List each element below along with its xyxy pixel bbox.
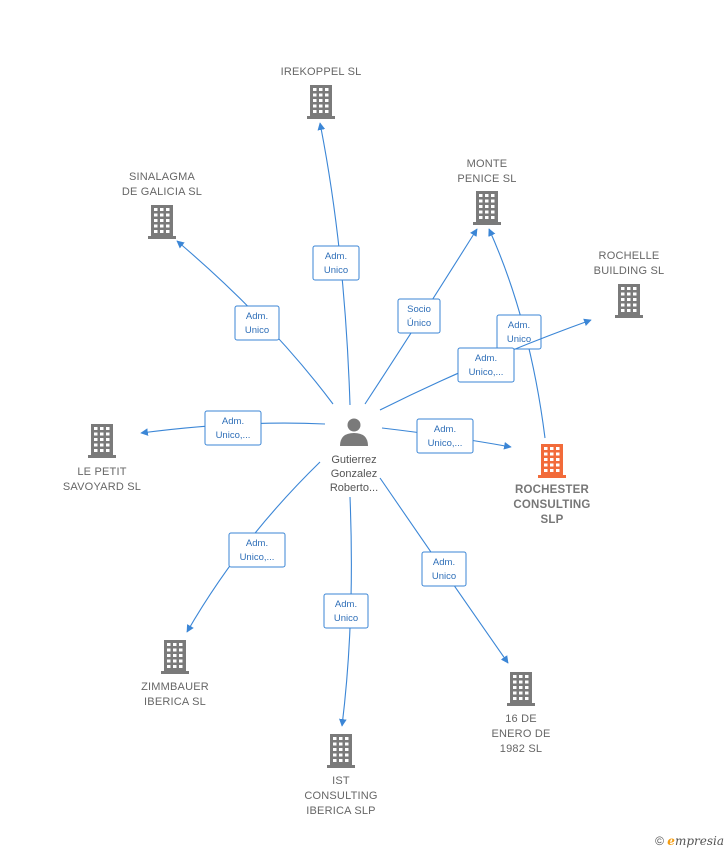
company-label-line: ZIMMBAUER (141, 681, 209, 693)
edge-label-line: Unico (432, 571, 456, 582)
edge-label-line: Único (407, 318, 431, 329)
company-node-enero[interactable]: 16 DE ENERO DE 1982 SL (491, 672, 550, 755)
edge-label-box[interactable]: Adm. Unico (496, 314, 542, 350)
company-label-line: ROCHELLE (599, 250, 660, 262)
company-label-line: SINALAGMA (129, 171, 195, 183)
edge-label-line: Unico,... (240, 552, 275, 563)
edge-label-line: Unico,... (216, 430, 251, 441)
company-label-line: IBERICA SLP (306, 805, 375, 817)
building-icon (161, 640, 189, 674)
company-label-line: ENERO DE (491, 728, 550, 740)
edge-zimmbauer[interactable]: Adm. Unico,... (186, 461, 321, 633)
copyright-symbol: © (655, 834, 664, 848)
edge-label-line: Unico (334, 613, 358, 624)
building-icon (538, 444, 566, 478)
edge-label-box[interactable]: Adm. Unico,... (416, 418, 474, 454)
company-label-line: CONSULTING (304, 790, 377, 802)
company-node-le-petit[interactable]: LE PETIT SAVOYARD SL (63, 424, 141, 493)
person-label-line: Gonzalez (331, 468, 377, 480)
brand-logo: empresia (667, 834, 724, 848)
edge-rochelle[interactable]: Adm. Unico,... (379, 318, 592, 411)
company-label-line: SAVOYARD SL (63, 481, 141, 493)
edge-label-box[interactable]: Adm. Unico (234, 305, 280, 341)
company-label-line: ROCHESTER (515, 484, 589, 496)
company-label-line: IREKOPPEL SL (281, 66, 362, 78)
edge-label-line: Unico,... (469, 367, 504, 378)
edge-label-line: Adm. (434, 424, 456, 435)
edge-label-line: Socio (407, 304, 431, 315)
person-label-line: Gutierrez (331, 454, 376, 466)
edge-irekoppel[interactable]: Adm. Unico (312, 122, 360, 406)
company-label-line: LE PETIT (77, 466, 126, 478)
edge-label-line: Adm. (246, 538, 268, 549)
company-label-line: CONSULTING (513, 499, 590, 511)
edge-label-line: Adm. (508, 320, 530, 331)
person-icon (340, 418, 368, 446)
company-label-line: DE GALICIA SL (122, 186, 202, 198)
building-icon (507, 672, 535, 706)
edge-label-box[interactable]: Adm. Unico (421, 551, 467, 587)
edge-label-line: Unico (245, 325, 269, 336)
company-node-irekoppel[interactable]: IREKOPPEL SL (281, 66, 362, 119)
edge-enero[interactable]: Adm. Unico (379, 477, 509, 664)
company-label-line: 16 DE (505, 713, 537, 725)
footer-brand[interactable]: © empresia (655, 834, 724, 848)
edge-label-line: Adm. (325, 251, 347, 262)
edge-label-box[interactable]: Adm. Unico (312, 245, 360, 281)
company-node-monte-penice[interactable]: MONTE PENICE SL (457, 158, 516, 225)
building-icon (88, 424, 116, 458)
building-icon (473, 191, 501, 225)
company-node-sinalagma[interactable]: SINALAGMA DE GALICIA SL (122, 171, 202, 239)
edge-label-line: Unico (507, 334, 531, 345)
edge-label-box[interactable]: Adm. Unico,... (228, 532, 286, 568)
company-node-rochester[interactable]: ROCHESTER CONSULTING SLP (513, 444, 590, 526)
company-label-line: MONTE (467, 158, 508, 170)
company-node-zimmbauer[interactable]: ZIMMBAUER IBERICA SL (141, 640, 209, 708)
edge-label-line: Adm. (222, 416, 244, 427)
edge-le-petit[interactable]: Adm. Unico,... (140, 410, 326, 446)
building-icon (327, 734, 355, 768)
edge-rochester-to-monte-penice[interactable]: Adm. Unico (488, 228, 546, 439)
edge-ist[interactable]: Adm. Unico (323, 496, 369, 727)
company-label-line: PENICE SL (457, 173, 516, 185)
edge-label-line: Unico,... (428, 438, 463, 449)
building-icon (615, 284, 643, 318)
person-label-line: Roberto... (330, 482, 378, 494)
edge-label-box[interactable]: Adm. Unico,... (204, 410, 262, 446)
building-icon (148, 205, 176, 239)
company-label-line: SLP (541, 514, 564, 526)
edge-rochester[interactable]: Adm. Unico,... (381, 418, 512, 454)
company-label-line: IBERICA SL (144, 696, 206, 708)
company-label-line: 1982 SL (500, 743, 542, 755)
company-node-rochelle[interactable]: ROCHELLE BUILDING SL (594, 250, 665, 318)
company-label-line: BUILDING SL (594, 265, 665, 277)
edge-label-box[interactable]: Adm. Unico (323, 593, 369, 629)
edge-label-line: Unico (324, 265, 348, 276)
company-label-line: IST (332, 775, 350, 787)
nodes-layer: IREKOPPEL SL SINALAGMA DE GALICIA SL MONTE P… (63, 66, 664, 817)
edge-label-line: Adm. (433, 557, 455, 568)
building-icon (307, 85, 335, 119)
center-person[interactable]: GutierrezGonzalezRoberto... (330, 418, 378, 495)
company-node-ist[interactable]: IST CONSULTING IBERICA SLP (304, 734, 377, 817)
edge-label-line: Adm. (475, 353, 497, 364)
edge-sinalagma[interactable]: Adm. Unico (176, 240, 334, 405)
edge-label-box[interactable]: Adm. Unico,... (457, 347, 515, 383)
edge-label-line: Adm. (246, 311, 268, 322)
edge-label-line: Adm. (335, 599, 357, 610)
